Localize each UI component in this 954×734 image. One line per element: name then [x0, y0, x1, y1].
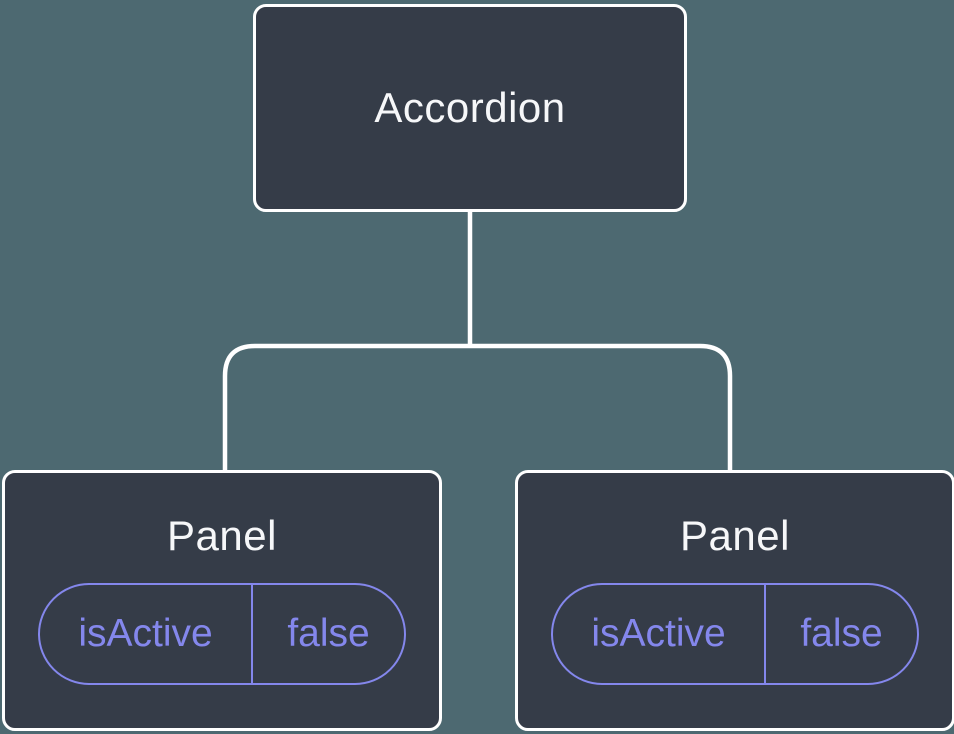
state-key: isActive: [591, 612, 726, 656]
connector-branch: [222, 343, 733, 472]
state-pill-divider: [251, 585, 254, 684]
state-pill-divider: [764, 585, 767, 684]
accordion-node: Accordion: [253, 4, 687, 212]
panel-node-left: Panel isActive false: [2, 470, 442, 731]
panel-node-label: Panel: [167, 512, 277, 559]
state-pill: isActive false: [38, 583, 406, 686]
state-pill: isActive false: [551, 583, 919, 686]
panel-node-right: Panel isActive false: [515, 470, 954, 731]
state-value: false: [800, 612, 883, 656]
accordion-node-label: Accordion: [374, 83, 566, 131]
panel-node-label: Panel: [680, 512, 790, 559]
state-value: false: [287, 612, 370, 656]
state-key: isActive: [78, 612, 213, 656]
